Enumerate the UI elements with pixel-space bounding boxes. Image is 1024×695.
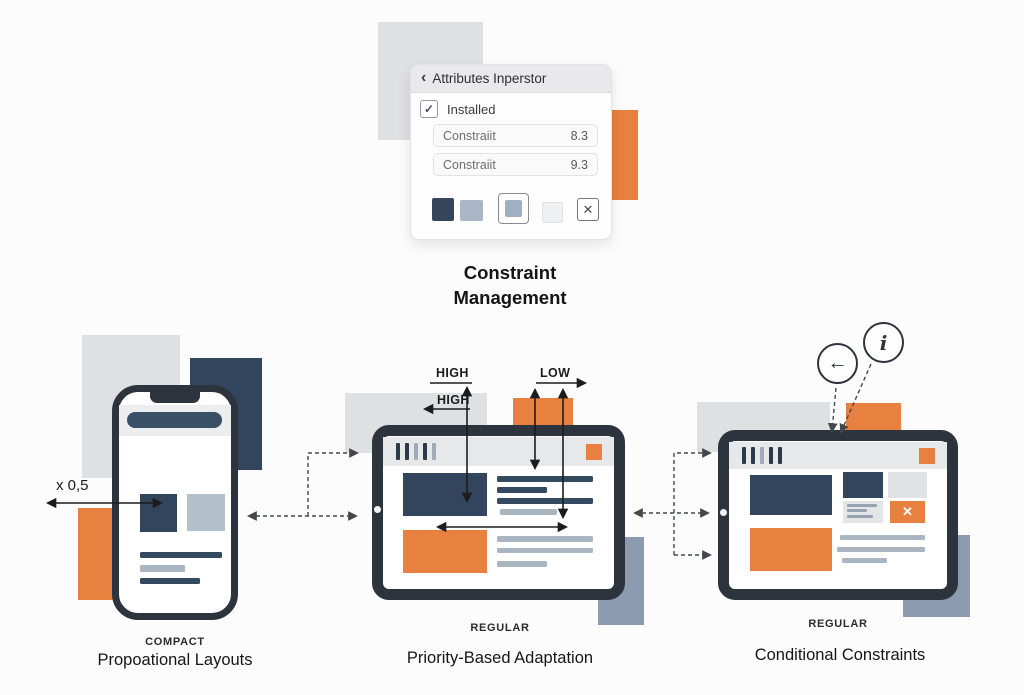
panel-header[interactable]: ‹ Attributes Inperstor: [411, 65, 611, 93]
priority-low-label: LOW: [540, 366, 571, 380]
content-block-orange: [750, 528, 832, 571]
content-line: [497, 498, 593, 504]
content-block-navy: [750, 475, 832, 515]
dashed-pointer-back-circle: [827, 387, 838, 433]
phone-mockup: [112, 385, 238, 620]
content-card-gray: [888, 472, 927, 498]
attributes-inspector-panel: ‹ Attributes Inperstor ✓ Installed Const…: [410, 64, 612, 240]
tablet-toolbar-mid: [383, 437, 614, 466]
toolbar-orange-square: [919, 447, 935, 464]
field-value: 8.3: [570, 128, 588, 143]
close-icon: ✕: [582, 201, 594, 217]
priority-high-inner-label: HIGH: [437, 393, 470, 407]
content-line: [840, 535, 925, 540]
content-line: [497, 561, 547, 567]
tablet-mockup-right: ✕: [718, 430, 958, 600]
phone-notch: [150, 392, 200, 403]
swatch-clear-button[interactable]: ✕: [577, 198, 599, 221]
field-value: 9.3: [570, 157, 588, 172]
priority-high-top-label: HIGH: [436, 366, 469, 380]
info-circle-button[interactable]: i: [863, 322, 904, 363]
content-line: [497, 476, 593, 482]
back-circle-button[interactable]: ←: [817, 343, 858, 384]
phone-block-gray: [187, 494, 225, 531]
phone-block-navy: [140, 494, 177, 532]
content-block-navy: [403, 473, 487, 516]
dashed-elbow-connector-right-top: [673, 448, 712, 555]
panel-title: Attributes Inperstor: [432, 71, 547, 86]
field-label: Constraiit: [443, 157, 496, 172]
multiplier-label: x 0,5: [56, 477, 89, 494]
content-line: [497, 487, 547, 493]
content-card-navy: [843, 472, 883, 498]
tablet-mockup-mid: [372, 425, 625, 600]
checkbox-label: Installed: [447, 101, 496, 117]
regular-tag-mid: REGULAR: [470, 622, 530, 634]
toolbar-orange-square: [586, 443, 602, 460]
diagram-heading: Constraint Management: [453, 262, 567, 308]
color-swatch-blue-gray[interactable]: [460, 200, 483, 221]
content-block-orange: [403, 530, 487, 573]
back-chevron-icon[interactable]: ‹: [421, 68, 427, 86]
phone-header-band: [119, 405, 231, 436]
phone-text-line-1: [140, 552, 222, 558]
installed-checkbox-row[interactable]: ✓ Installed: [420, 100, 495, 118]
constraint-field-2[interactable]: Constraiit 9.3: [433, 153, 598, 176]
arrow-left-icon: ←: [827, 351, 848, 374]
content-line: [842, 558, 887, 563]
field-label: Constraiit: [443, 128, 496, 143]
proportional-title: Propoational Layouts: [97, 651, 253, 669]
phone-text-line-2: [140, 565, 185, 572]
toolbar-tally-icon: [396, 443, 436, 460]
conditional-title: Conditional Constraints: [754, 646, 926, 664]
checkbox-check-icon[interactable]: ✓: [420, 100, 438, 118]
toolbar-tally-icon: [742, 447, 782, 464]
dashed-elbow-connector-left: [307, 448, 359, 516]
tablet-toolbar-right: [729, 442, 947, 469]
content-line: [500, 509, 557, 515]
tablet-camera-dot: [374, 506, 381, 513]
content-line: [837, 547, 925, 552]
content-line: [497, 536, 593, 542]
tablet-camera-dot: [720, 509, 727, 516]
priority-title: Priority-Based Adaptation: [406, 649, 594, 667]
dismiss-card[interactable]: ✕: [890, 501, 925, 523]
color-swatch-selected[interactable]: [498, 193, 529, 224]
regular-tag-right: REGULAR: [808, 618, 868, 630]
color-swatch-light[interactable]: [542, 202, 563, 223]
compact-tag: COMPACT: [145, 636, 205, 648]
info-icon: i: [879, 330, 888, 355]
content-line: [497, 548, 593, 553]
phone-text-line-3: [140, 578, 200, 584]
constraint-field-1[interactable]: Constraiit 8.3: [433, 124, 598, 147]
selected-swatch-fill: [505, 200, 522, 217]
content-mini-text-card: [843, 501, 883, 523]
close-icon: ✕: [902, 504, 913, 519]
phone-header-pill: [127, 412, 222, 428]
color-swatch-navy[interactable]: [432, 198, 454, 221]
